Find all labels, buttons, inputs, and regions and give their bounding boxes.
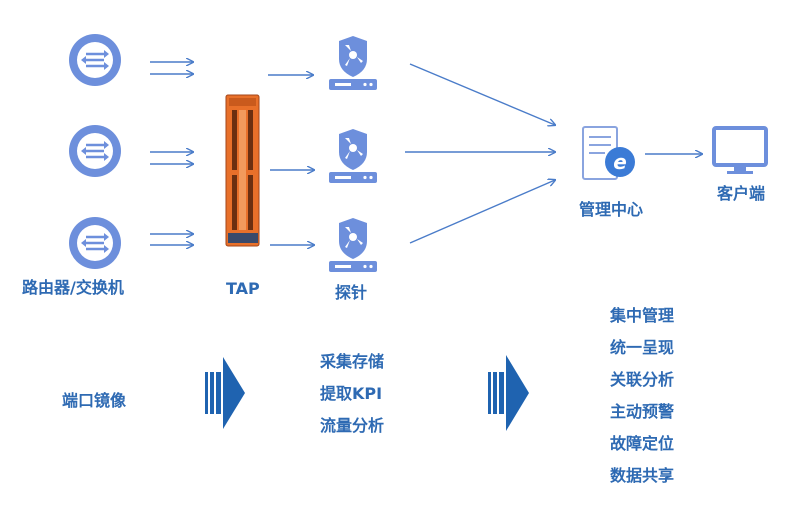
probe-label: 探针 <box>335 283 368 302</box>
probe-function-item: 提取KPI <box>320 384 383 403</box>
center-function-item: 关联分析 <box>610 370 675 389</box>
center-function-item: 主动预警 <box>610 402 675 421</box>
probe-to-center-arrows <box>405 63 555 244</box>
management-server-icon: e <box>582 126 635 180</box>
router-switch-icon <box>67 215 123 271</box>
probe-shield-icon <box>329 129 377 183</box>
probe-function-item: 流量分析 <box>320 416 385 435</box>
mirror-arrows <box>150 62 193 245</box>
center-function-item: 集中管理 <box>610 306 675 325</box>
router-switch-icon <box>67 123 123 179</box>
client-label: 客户端 <box>717 184 766 203</box>
center-function-item: 故障定位 <box>610 434 675 453</box>
center-function-item: 统一呈现 <box>610 338 675 357</box>
probe-shield-icon <box>329 36 377 90</box>
management-center-label: 管理中心 <box>579 200 644 219</box>
probe-functions-list: 采集存储 提取KPI 流量分析 <box>320 346 384 442</box>
tap-device-icon <box>225 94 260 247</box>
process-arrow-icon <box>488 355 529 431</box>
probe-shield-icon <box>329 218 377 272</box>
center-function-item: 数据共享 <box>610 466 675 485</box>
tap-to-probe-arrows <box>268 75 314 245</box>
probe-function-item: 采集存储 <box>320 352 385 371</box>
center-functions-list: 集中管理 统一呈现 关联分析 主动预警 故障定位 数据共享 <box>610 300 674 492</box>
port-mirror-label: 端口镜像 <box>62 391 127 410</box>
client-monitor-icon <box>712 126 768 174</box>
router-switch-icon <box>67 32 123 88</box>
router-switch-label: 路由器/交换机 <box>22 278 124 297</box>
tap-label: TAP <box>226 279 260 298</box>
process-arrow-icon <box>205 357 245 429</box>
svg-text:e: e <box>613 150 627 174</box>
